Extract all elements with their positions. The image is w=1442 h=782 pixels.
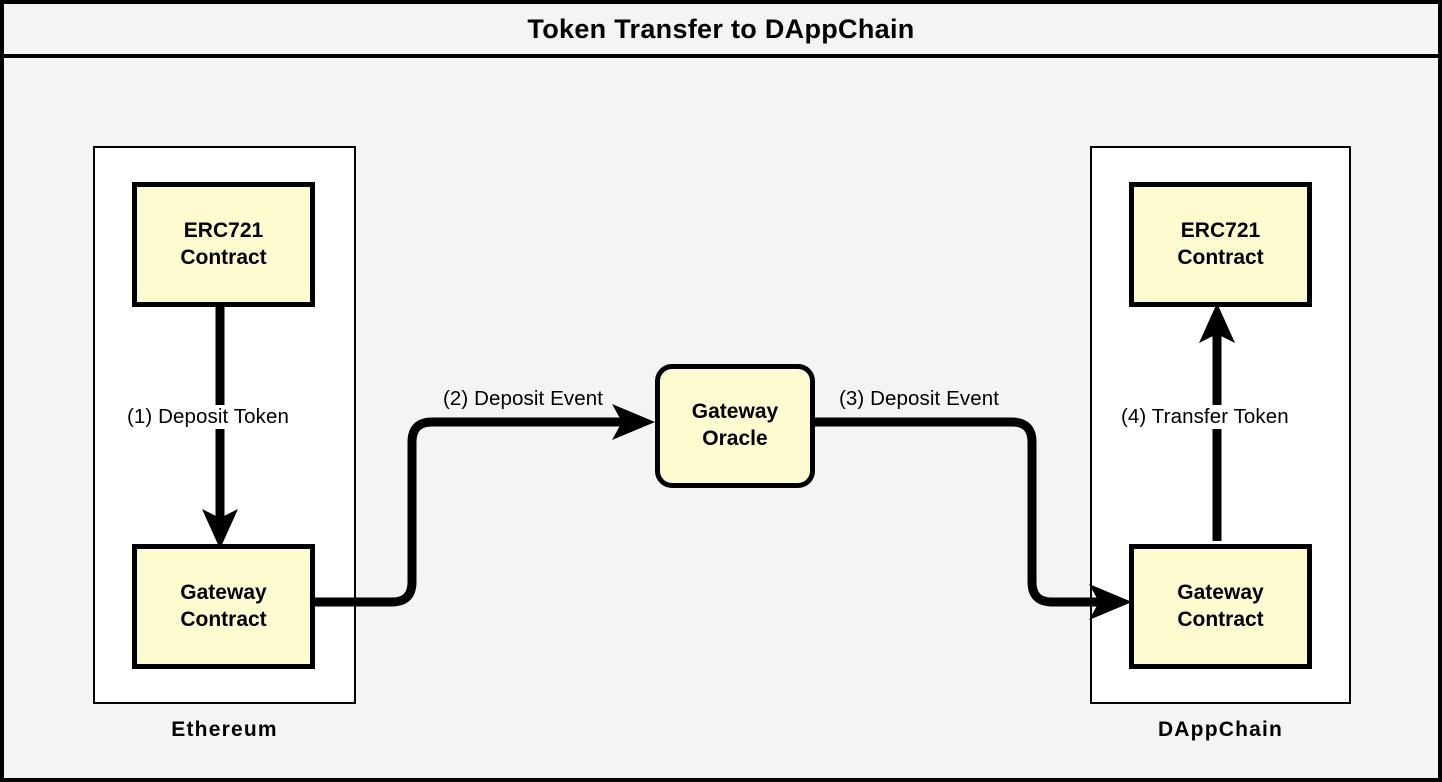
node-line-1: Gateway	[1177, 580, 1264, 604]
edge-label-deposit-event-2: (2) Deposit Event	[441, 387, 606, 411]
node-line-2: Contract	[180, 607, 267, 631]
node-line-2: Contract	[180, 245, 267, 269]
node-line-1: ERC721	[1180, 218, 1261, 242]
node-eth-gateway-contract[interactable]: Gateway Contract	[132, 544, 315, 669]
chain-label-dappchain: DAppChain	[1157, 718, 1284, 741]
edge-2-deposit-event	[311, 404, 655, 607]
node-line-2: Oracle	[702, 427, 768, 450]
node-gateway-oracle[interactable]: Gateway Oracle	[655, 364, 815, 488]
chain-label-ethereum: Ethereum	[171, 718, 278, 741]
node-dapp-erc721-contract[interactable]: ERC721 Contract	[1129, 182, 1312, 307]
node-dapp-gateway-contract[interactable]: Gateway Contract	[1129, 544, 1312, 669]
edge-label-deposit-token: (1) Deposit Token	[125, 405, 291, 429]
node-eth-erc721-contract[interactable]: ERC721 Contract	[132, 182, 315, 307]
node-line-1: ERC721	[183, 218, 264, 242]
node-line-1: Gateway	[691, 400, 779, 424]
page-title: Token Transfer to DAppChain	[527, 13, 915, 44]
node-line-1: Gateway	[180, 580, 267, 604]
edge-label-transfer-token: (4) Transfer Token	[1119, 405, 1291, 429]
diagram-title-bar: Token Transfer to DAppChain	[4, 4, 1438, 58]
edge-3-deposit-event	[811, 417, 1132, 620]
edge-label-deposit-event-3: (3) Deposit Event	[837, 387, 1002, 411]
node-line-2: Contract	[1177, 607, 1264, 631]
node-line-2: Contract	[1177, 245, 1264, 269]
